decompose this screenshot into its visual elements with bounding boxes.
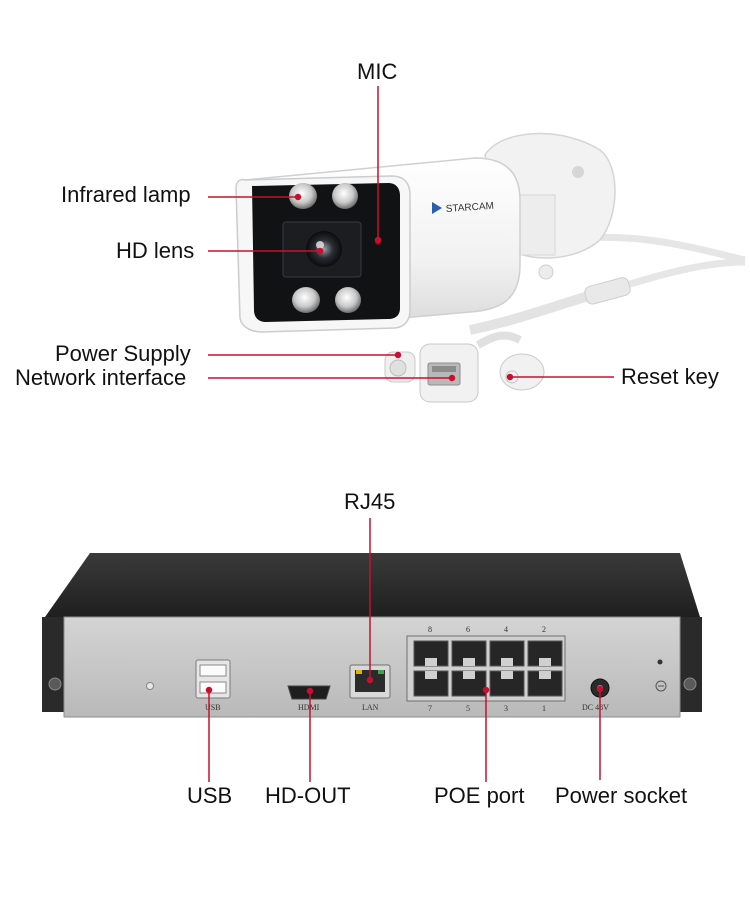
infrared-lamp-icon bbox=[289, 183, 317, 209]
reset-key-label: Reset key bbox=[621, 364, 719, 389]
poe-port-number: 4 bbox=[504, 625, 508, 634]
poe-port-number: 8 bbox=[428, 625, 432, 634]
rj45-label: RJ45 bbox=[344, 489, 396, 514]
screw-icon bbox=[683, 677, 697, 691]
hd-out-label: HD-OUT bbox=[265, 783, 351, 808]
hd-lens-label: HD lens bbox=[116, 238, 195, 263]
poe-port-number: 6 bbox=[466, 625, 470, 634]
usb-panel-label: USB bbox=[205, 703, 221, 712]
poe-top-numbers: 8 6 4 2 bbox=[428, 625, 546, 634]
poe-port-number: 2 bbox=[542, 625, 546, 634]
dc-panel-label: DC 48V bbox=[582, 703, 609, 712]
hd-lens-icon bbox=[306, 231, 342, 267]
mount-screw-icon bbox=[572, 166, 584, 178]
power-socket-label: Power socket bbox=[555, 783, 688, 808]
nvr-right-ear bbox=[680, 617, 702, 712]
nvr-left-ear bbox=[42, 617, 64, 712]
screw-icon bbox=[48, 677, 62, 691]
poe-port-number: 5 bbox=[466, 704, 470, 713]
usb-label: USB bbox=[187, 783, 233, 808]
brand-logo-icon bbox=[432, 202, 442, 214]
poe-port bbox=[413, 670, 449, 697]
poe-port-number: 3 bbox=[504, 704, 508, 713]
infrared-lamp-icon bbox=[292, 287, 320, 313]
nvr-callouts bbox=[205, 518, 604, 782]
poe-port-number: 7 bbox=[428, 704, 432, 713]
cable-junction bbox=[584, 277, 631, 305]
mic-label: MIC bbox=[357, 59, 398, 84]
indicator-icon bbox=[657, 659, 663, 665]
poe-ports bbox=[413, 640, 563, 697]
reset-connector bbox=[499, 353, 545, 391]
power-supply-label: Power Supply bbox=[55, 341, 191, 366]
ground-icon bbox=[655, 680, 667, 692]
infrared-lamp-icon bbox=[332, 183, 358, 209]
lan-panel-label: LAN bbox=[362, 703, 379, 712]
camera-callouts bbox=[208, 86, 614, 382]
camera: STARCAM bbox=[235, 132, 746, 403]
poe-port-number: 1 bbox=[542, 704, 546, 713]
camera-brand: STARCAM bbox=[445, 201, 494, 215]
network-interface-label: Network interface bbox=[15, 365, 187, 390]
infrared-lamp-label: Infrared lamp bbox=[61, 182, 191, 207]
nvr-top-cover bbox=[45, 553, 700, 617]
poe-port-label: POE port bbox=[434, 783, 525, 808]
nvr: USB HDMI LAN 8 6 4 2 7 5 3 1 DC 48V bbox=[42, 553, 702, 718]
infrared-lamp-icon bbox=[335, 287, 361, 313]
hdmi-panel-label: HDMI bbox=[298, 703, 320, 712]
reset-hole-icon bbox=[146, 682, 154, 690]
poe-bottom-numbers: 7 5 3 1 bbox=[428, 704, 546, 713]
mount-screw-icon bbox=[538, 264, 554, 280]
